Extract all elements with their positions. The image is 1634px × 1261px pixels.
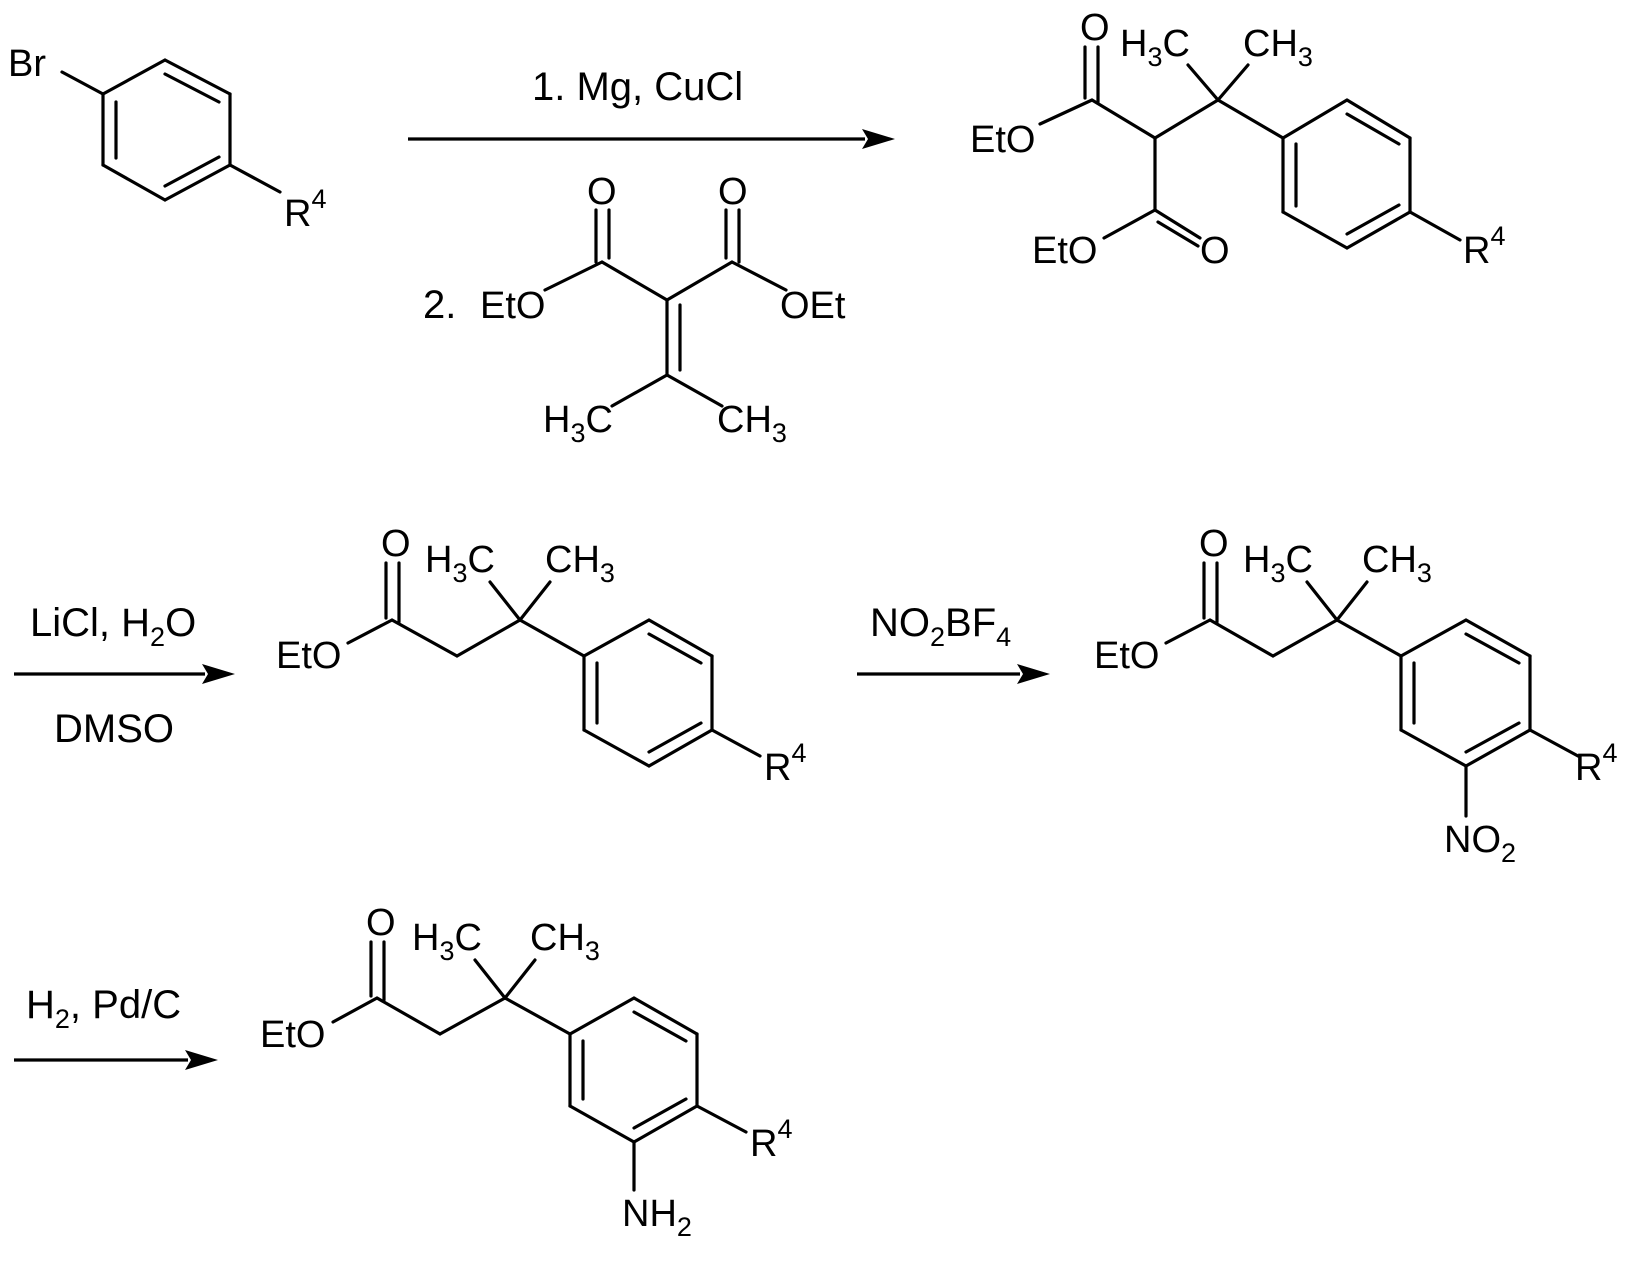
reagent-methyl-right: CH3 xyxy=(717,399,787,448)
reagent-ethoxy-right: OEt xyxy=(780,285,846,327)
product3-carbonyl-o: O xyxy=(1199,523,1229,565)
step1-condition-1: 1. Mg, CuCl xyxy=(532,65,743,109)
product1-methyl-right: CH3 xyxy=(1243,23,1313,72)
product2-r4-label: R4 xyxy=(764,738,806,789)
product3-methyl-left: H3C xyxy=(1243,539,1313,588)
product1-ethoxy-top: EtO xyxy=(970,119,1035,161)
product2-methyl-right: CH3 xyxy=(545,539,615,588)
reagent-methyl-left: H3C xyxy=(543,399,613,448)
product2-carbonyl-o: O xyxy=(381,523,411,565)
step3-reaction-arrow xyxy=(857,664,1050,684)
step2-reaction-arrow xyxy=(14,664,235,684)
product4-methyl-right: CH3 xyxy=(530,917,600,966)
reagent-carbonyl-o-left: O xyxy=(587,171,617,213)
product4-r4-label: R4 xyxy=(750,1114,792,1165)
product1-malonate-adduct: O EtO EtO O H3C CH3 R4 xyxy=(970,7,1505,272)
product4-carbonyl-o: O xyxy=(366,902,396,944)
step1-condition-2-prefix: 2. xyxy=(423,283,456,327)
product1-carbonyl-o-bottom: O xyxy=(1200,230,1230,272)
step3-reagent: NO2BF4 xyxy=(870,601,1011,652)
product1-methyl-left: H3C xyxy=(1120,23,1190,72)
product3-nitro-group: NO2 xyxy=(1444,819,1516,868)
product3-ethoxy: EtO xyxy=(1094,635,1159,677)
product4-bonds xyxy=(333,942,746,1190)
step1-reagent-bonds xyxy=(545,210,786,406)
reagent-carbonyl-o-right: O xyxy=(718,171,748,213)
product4-amino-group: NH2 xyxy=(622,1193,692,1242)
step1-reagent-isopropylidenemalonate: O O EtO OEt H3C CH3 xyxy=(480,171,846,448)
product3-r4-label: R4 xyxy=(1575,738,1617,789)
step2-solvent: DMSO xyxy=(54,707,174,751)
product3-bonds xyxy=(1166,563,1578,816)
step4-reagent: H2, Pd/C xyxy=(26,983,181,1034)
product4-amino-ester: O EtO H3C CH3 R4 NH2 xyxy=(260,902,792,1242)
product2-ester: O EtO H3C CH3 R4 xyxy=(276,523,806,789)
step4-reaction-arrow xyxy=(14,1050,218,1070)
product4-ethoxy: EtO xyxy=(260,1014,325,1056)
reagent-ethoxy-left: EtO xyxy=(480,285,545,327)
product3-methyl-right: CH3 xyxy=(1362,539,1432,588)
product1-ethoxy-bottom: EtO xyxy=(1032,230,1097,272)
product4-methyl-left: H3C xyxy=(412,917,482,966)
product1-carbonyl-o-top: O xyxy=(1080,7,1110,49)
starting-material-bonds xyxy=(62,60,280,200)
product2-methyl-left: H3C xyxy=(425,539,495,588)
starting-material: Br R4 xyxy=(8,43,326,235)
product1-bonds xyxy=(1040,47,1460,248)
step1-reaction-arrow xyxy=(408,129,895,149)
bromine-label: Br xyxy=(8,43,46,85)
product3-nitro-ester: O EtO H3C CH3 R4 NO2 xyxy=(1094,523,1617,868)
product1-r4-label: R4 xyxy=(1463,221,1505,272)
step2-reagent: LiCl, H2O xyxy=(30,601,196,652)
product2-ethoxy: EtO xyxy=(276,635,341,677)
product2-bonds xyxy=(348,563,760,766)
r4-substituent-label: R4 xyxy=(284,184,326,235)
